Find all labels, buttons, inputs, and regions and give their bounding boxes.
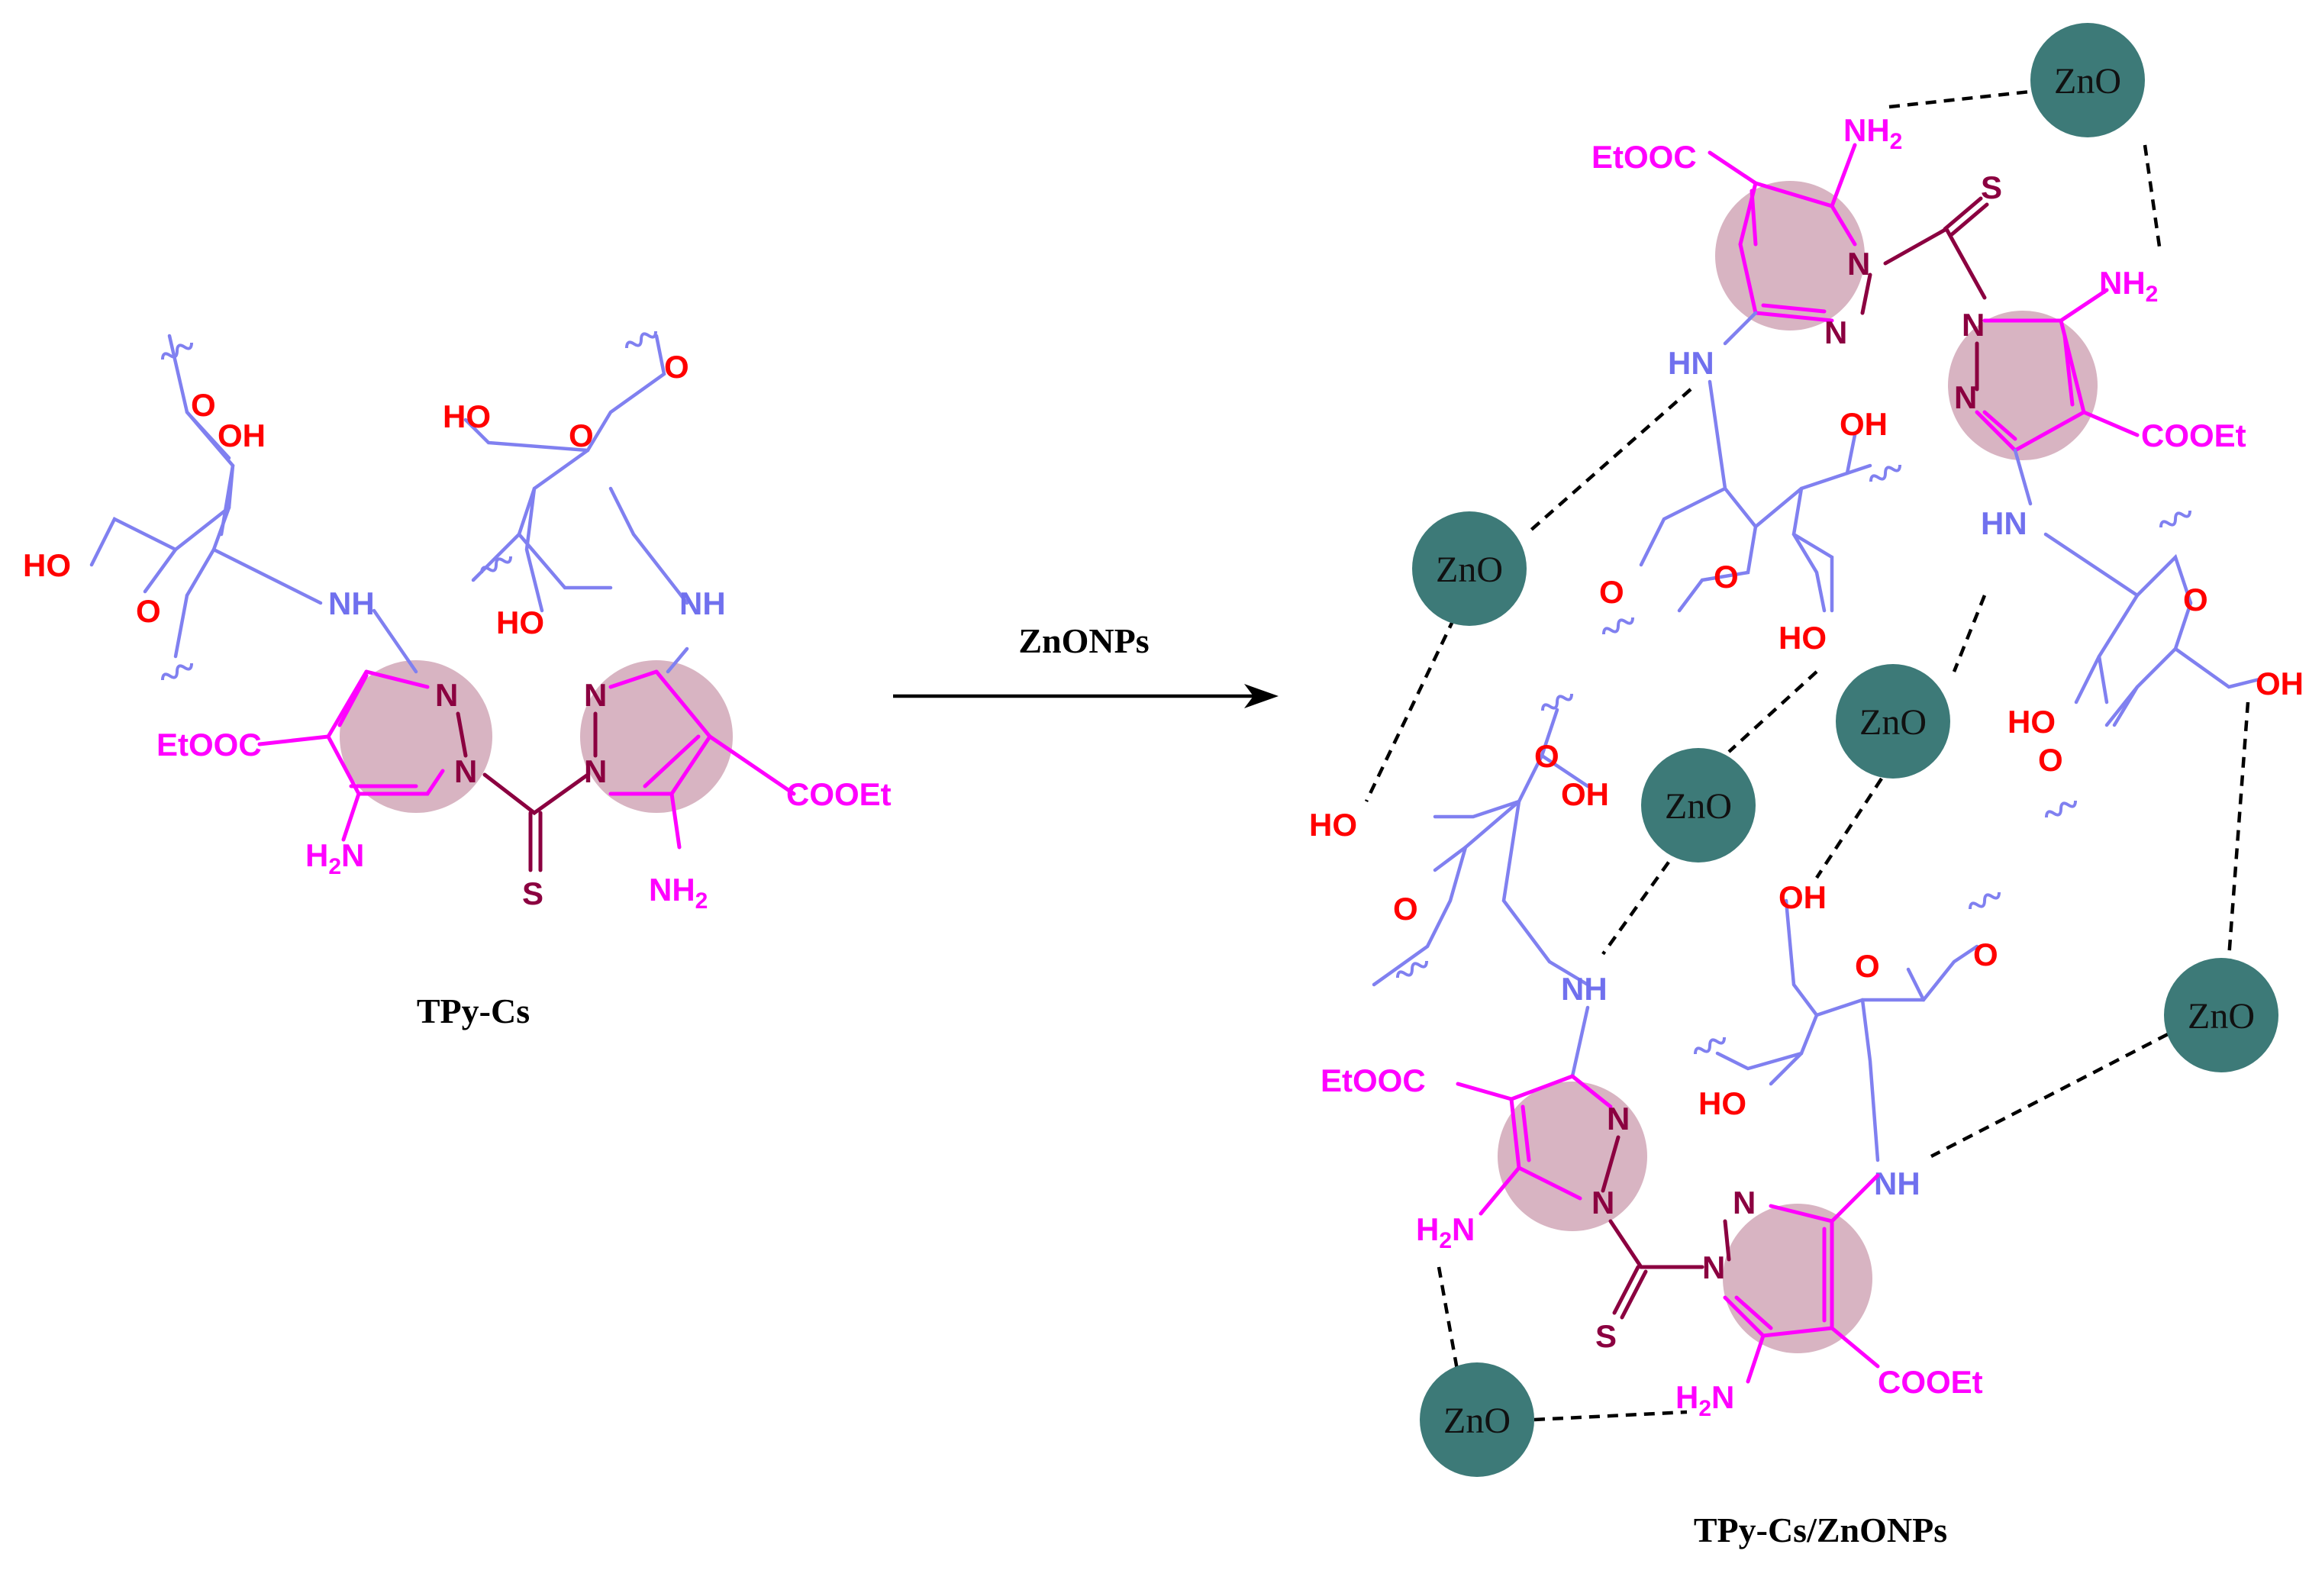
oxygen-label: O	[2183, 582, 2208, 617]
ester-label: COOEt	[1878, 1364, 1983, 1400]
hydroxyl-label: HO	[23, 547, 71, 583]
amino-label: H2N	[1416, 1211, 1475, 1253]
amine-label: NH	[328, 585, 375, 621]
sulfur-label: S	[522, 875, 543, 911]
amino-label: H2N	[1675, 1379, 1734, 1421]
zno-nanoparticle: ZnO	[1641, 748, 1756, 862]
amino-label: NH2	[2099, 265, 2158, 307]
ester-label: COOEt	[2141, 418, 2246, 453]
amino-label: H2N	[305, 837, 364, 879]
nitrogen-label: N	[1733, 1185, 1756, 1220]
pyrazole-ring-highlight-right	[580, 660, 733, 813]
hydroxyl-label: HO	[2007, 704, 2056, 740]
oxygen-label: O	[191, 387, 216, 423]
hydroxyl-label: OH	[1779, 879, 1827, 915]
pyrazole-ring-highlight-left	[340, 660, 492, 813]
oxygen-label: O	[136, 593, 161, 629]
hydroxyl-label: OH	[218, 418, 266, 453]
oxygen-label: O	[569, 418, 594, 453]
zno-nanoparticle: ZnO	[2030, 23, 2145, 137]
chitosan-unit-right: O HO O HO NH	[443, 326, 726, 674]
amine-label: HN	[1668, 345, 1714, 381]
product-caption: TPy-Cs/ZnONPs	[1694, 1511, 1947, 1549]
zno-label: ZnO	[1665, 786, 1732, 827]
nitrogen-label: N	[584, 753, 607, 789]
hydroxyl-label: OH	[1840, 406, 1888, 442]
pyrazole-ring-highlight	[1723, 1204, 1872, 1353]
nitrogen-label: N	[1591, 1185, 1614, 1220]
reactant-caption: TPy-Cs	[417, 991, 530, 1030]
hydroxyl-label: HO	[1698, 1085, 1746, 1121]
amine-label: NH	[1561, 971, 1608, 1007]
pyrazole-right: N N COOEt NH2	[584, 669, 892, 914]
zno-label: ZnO	[1859, 702, 1927, 743]
hydroxyl-label: OH	[1561, 776, 1609, 812]
zno-nanoparticle: ZnO	[1420, 1362, 1534, 1477]
amino-label: NH2	[1843, 112, 1902, 154]
product-structure: EtOOC NH2 N N HN S NH2 COOEt N N HN	[1309, 23, 2304, 1549]
thiocarbonyl-linker: S	[482, 772, 590, 911]
thiocarbonyl-linker-bottom: S	[1595, 1219, 1704, 1354]
amino-label: NH2	[649, 872, 708, 914]
nitrogen-label: N	[454, 753, 477, 789]
nitrogen-label: N	[1962, 307, 1985, 343]
nitrogen-label: N	[435, 677, 458, 713]
oxygen-label: O	[1599, 574, 1624, 610]
zno-label: ZnO	[2054, 61, 2121, 102]
pyrazole-left: N N EtOOC H2N	[156, 669, 477, 879]
nitrogen-label: N	[1824, 314, 1847, 350]
zno-label: ZnO	[1443, 1401, 1511, 1441]
zno-nanoparticle: ZnO	[2164, 958, 2278, 1072]
chitosan-unit: O OH HO O	[2007, 505, 2304, 823]
reagent-label: ZnONPs	[1018, 621, 1149, 660]
nitrogen-label: N	[584, 677, 607, 713]
pyrazole-ring-highlight	[1498, 1082, 1647, 1231]
sulfur-label: S	[1595, 1318, 1617, 1354]
oxygen-label: O	[1534, 738, 1559, 774]
hydroxyl-label: HO	[1779, 620, 1827, 656]
nitrogen-label: N	[1607, 1101, 1630, 1137]
pyrazole-top-left: EtOOC NH2 N N HN	[1591, 112, 1902, 381]
zno-label: ZnO	[1436, 550, 1503, 590]
oxygen-label: O	[664, 349, 689, 385]
pyrazole-top-right: NH2 COOEt N N HN	[1954, 265, 2246, 541]
ester-label: EtOOC	[1591, 139, 1697, 175]
oxygen-label: O	[1714, 559, 1739, 595]
sulfur-label: S	[1981, 169, 2002, 205]
pyrazole-bottom-right: N N COOEt H2N	[1675, 1173, 1983, 1421]
chitosan-unit-left: O OH HO O NH	[23, 334, 418, 685]
oxygen-label: O	[1855, 948, 1880, 984]
oxygen-label: O	[1973, 937, 1998, 972]
amine-label: NH	[679, 585, 726, 621]
reaction-arrow: ZnONPs	[893, 621, 1279, 708]
amine-label: NH	[1874, 1166, 1920, 1201]
ester-label: EtOOC	[1321, 1062, 1426, 1098]
coordination-interactions	[1364, 89, 2250, 1422]
hydroxyl-label: HO	[443, 398, 491, 434]
zno-nanoparticle: ZnO	[1412, 511, 1527, 626]
hydroxyl-label: HO	[496, 605, 544, 640]
thiocarbonyl-linker-top: S	[1883, 169, 2002, 300]
amine-label: HN	[1981, 505, 2027, 541]
nitrogen-label: N	[1702, 1249, 1725, 1285]
chitosan-unit: O OH HO O NH	[1309, 688, 1609, 1007]
zno-nanoparticle: ZnO	[1836, 664, 1950, 779]
reactant-structure: O OH HO O NH O HO O HO NH	[23, 326, 892, 1030]
chitosan-unit: OH O O HO	[1599, 379, 1904, 656]
chitosan-unit: OH O O HO NH	[1691, 879, 2003, 1201]
hydroxyl-label: OH	[2256, 666, 2304, 701]
hydroxyl-label: HO	[1309, 807, 1357, 843]
ester-label: COOEt	[786, 776, 892, 812]
pyrazole-bottom-left: EtOOC H2N N N	[1321, 1005, 1630, 1253]
zno-label: ZnO	[2188, 996, 2255, 1037]
nitrogen-label: N	[1954, 379, 1977, 415]
nitrogen-label: N	[1847, 246, 1870, 282]
ester-label: EtOOC	[156, 727, 262, 763]
oxygen-label: O	[1393, 891, 1418, 927]
oxygen-label: O	[2038, 742, 2063, 778]
